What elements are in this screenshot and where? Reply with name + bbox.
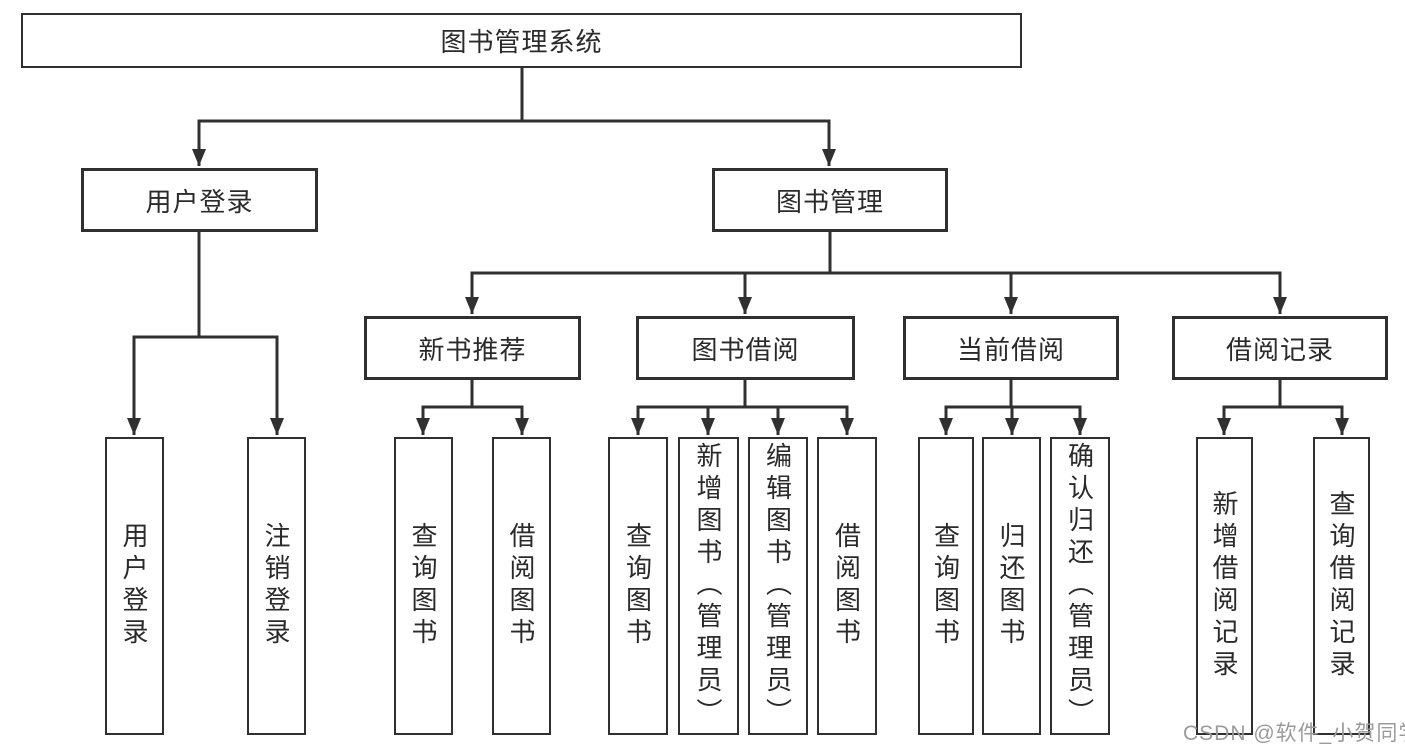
leaf-borrow-books: 借阅图书 <box>817 437 877 735</box>
leaf-query-borrow-record: 查询借阅记录 <box>1313 437 1370 735</box>
leaf-borrowing-query-books: 查询图书 <box>608 437 668 735</box>
node-current-borrowing: 当前借阅 <box>903 316 1119 380</box>
node-library-management-system: 图书管理系统 <box>21 13 1022 68</box>
leaf-user-login: 用户登录 <box>105 437 164 735</box>
node-new-book-recommendation: 新书推荐 <box>364 316 581 380</box>
watermark: CSDN @软件_小贺同学 <box>1183 722 1405 745</box>
node-book-management: 图书管理 <box>712 168 948 232</box>
leaf-edit-books-admin: 编辑图书（管理员） <box>748 437 808 735</box>
node-borrowing-records: 借阅记录 <box>1172 316 1388 380</box>
leaf-add-books-admin: 新增图书（管理员） <box>678 437 739 735</box>
leaf-add-borrow-record: 新增借阅记录 <box>1196 437 1253 735</box>
node-user-login: 用户登录 <box>81 168 318 232</box>
leaf-recommend-borrow-books: 借阅图书 <box>492 437 551 735</box>
leaf-recommend-query-books: 查询图书 <box>394 437 453 735</box>
leaf-current-query-books: 查询图书 <box>918 437 974 735</box>
leaf-return-books: 归还图书 <box>982 437 1041 735</box>
leaf-logout: 注销登录 <box>247 437 306 735</box>
node-book-borrowing: 图书借阅 <box>636 316 855 380</box>
leaf-confirm-return-admin: 确认归还（管理员） <box>1050 437 1110 735</box>
